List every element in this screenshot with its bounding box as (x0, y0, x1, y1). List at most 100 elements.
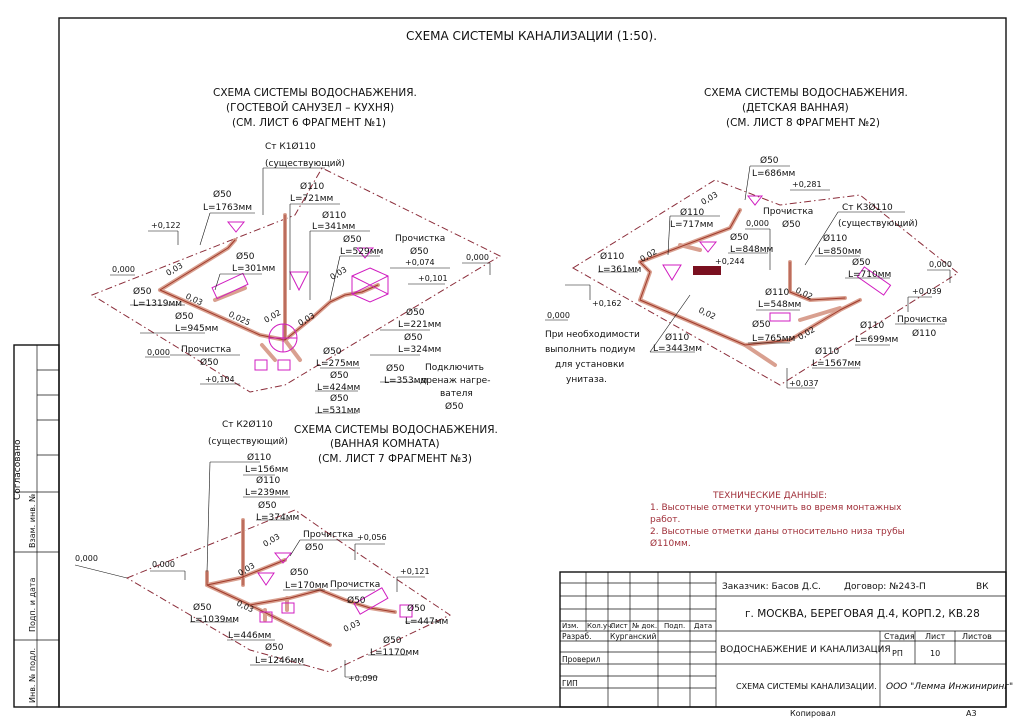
f1-l529: L=529мм (340, 247, 383, 257)
f2-slope-3: 0,02 (697, 306, 717, 322)
f2-l765: L=765мм (752, 334, 795, 344)
f1-d50i: Ø50 (404, 332, 423, 343)
f3-l239: L=239мм (245, 488, 288, 498)
f1-d50d: Ø50 (236, 251, 255, 262)
f2-d110h: Ø110 (815, 346, 840, 357)
f1-l945: L=945мм (175, 324, 218, 334)
title-block: Заказчик: Басов Д.С. Договор: №243-П ВК … (559, 571, 1013, 718)
fragment-2-kids-bathroom: СХЕМА СИСТЕМЫ ВОДОСНАБЖЕНИЯ. (ДЕТСКАЯ ВА… (545, 87, 959, 389)
f3-l447: L=447мм (405, 617, 448, 627)
f3-l1246: L=1246мм (255, 656, 304, 666)
f3-stack-existing: (существующий) (208, 437, 288, 447)
f2-p0039: +0,039 (912, 287, 942, 296)
f1-p0122: +0,122 (151, 221, 181, 230)
tech-line-1: 1. Высотные отметки уточнить во время мо… (650, 503, 902, 513)
f1-l424: L=424мм (317, 383, 360, 393)
f3-l156: L=156мм (245, 465, 288, 475)
f2-d110b: Ø110 (600, 251, 625, 262)
tech-line-3: 2. Высотные отметки даны относительно ни… (650, 527, 905, 537)
f1-p0101: +0,101 (418, 274, 448, 283)
f1-clean1: Прочистка (395, 234, 445, 244)
f3-d50b: Ø50 (305, 542, 324, 553)
f2-z0c: 0,000 (547, 311, 570, 320)
f2-p0162: +0,162 (592, 299, 622, 308)
f3-d50d: Ø50 (347, 595, 366, 606)
f3-d50f: Ø50 (193, 602, 212, 613)
f2-d50c: Ø50 (730, 232, 749, 243)
f1-d50c: Ø50 (410, 246, 429, 257)
f1-slope-5: 0,03 (297, 311, 317, 328)
tb-col-data: Дата (694, 622, 712, 630)
f1-slope-4: 0,02 (263, 308, 283, 325)
f3-z0b: 0,000 (152, 560, 175, 569)
f1-clean2: Прочистка (181, 345, 231, 355)
f2-stack-label: Ст К3Ø110 (842, 202, 893, 213)
f3-fixtures (257, 552, 413, 623)
tb-razrab-name: Курганский (610, 632, 656, 641)
tb-list-value: 10 (930, 649, 940, 658)
f1-stack-label: Ст К1Ø110 (265, 141, 316, 152)
f1-l721: L=721мм (290, 194, 333, 204)
tb-col-podp: Подп. (664, 622, 685, 630)
f3-p0121: +0,121 (400, 567, 430, 576)
f1-conn4: Ø50 (445, 401, 464, 412)
f1-l1763: L=1763мм (203, 203, 252, 213)
f2-d50e: Ø50 (752, 319, 771, 330)
f3-leaders (74, 461, 440, 678)
f3-title-3: (СМ. ЛИСТ 7 ФРАГМЕНТ №3) (318, 453, 472, 465)
tech-title: ТЕХНИЧЕСКИЕ ДАННЫЕ: (712, 491, 827, 501)
f3-title-1: СХЕМА СИСТЕМЫ ВОДОСНАБЖЕНИЯ. (294, 424, 498, 436)
f3-z0a: 0,000 (75, 554, 98, 563)
f1-pipe-network (158, 213, 380, 362)
f1-conn2: дренаж нагре- (420, 376, 490, 386)
f1-d50e: Ø50 (133, 286, 152, 297)
f1-d50m: Ø50 (386, 363, 405, 374)
f1-d50b: Ø50 (343, 234, 362, 245)
f3-title-2: (ВАННАЯ КОМНАТА) (330, 438, 440, 450)
f1-d50f: Ø50 (175, 311, 194, 322)
tb-company: ООО "Лемма Инжиниринг" (886, 682, 1013, 692)
f3-slope-4: 0,03 (342, 618, 362, 634)
f3-stack-label: Ст К2Ø110 (222, 419, 273, 430)
f3-d110a: Ø110 (247, 452, 272, 463)
f1-l275: L=275мм (316, 359, 359, 369)
f2-l3443: L=3443мм (653, 344, 702, 354)
f2-d110f: Ø110 (912, 328, 937, 339)
f1-d50a: Ø50 (213, 189, 232, 200)
f3-slope-2: 0,03 (262, 532, 282, 549)
f1-p0074: +0,074 (405, 258, 435, 267)
f2-l1567: L=1567мм (812, 359, 861, 369)
f2-zone-outline (572, 179, 959, 386)
f2-z0a: 0,000 (746, 219, 769, 228)
f3-zone-outline (125, 509, 452, 673)
f1-z0c: 0,000 (466, 253, 489, 262)
f1-l1319: L=1319мм (133, 299, 182, 309)
f2-d50d: Ø50 (852, 257, 871, 268)
f2-l699: L=699мм (855, 335, 898, 345)
tb-col-kol: Кол.уч. (587, 622, 613, 630)
f1-d50h: Ø50 (406, 307, 425, 318)
f1-z0a: 0,000 (112, 265, 135, 274)
f3-clean2: Прочистка (330, 580, 380, 590)
f1-zone-outline (90, 167, 502, 393)
f1-l301: L=301мм (232, 264, 275, 274)
f1-slope-6: 0,03 (329, 265, 349, 282)
f2-slope-2: 0,02 (639, 247, 659, 264)
f2-labels: Ø50 L=686мм +0,281 Ø110 L=717мм Прочистк… (545, 155, 952, 388)
f1-l531: L=531мм (317, 406, 360, 416)
f2-d110a: Ø110 (680, 207, 705, 218)
f2-d110c: Ø110 (823, 233, 848, 244)
f2-p0281: +0,281 (792, 180, 822, 189)
tb-customer: Заказчик: Басов Д.С. (722, 582, 821, 592)
technical-notes: ТЕХНИЧЕСКИЕ ДАННЫЕ: 1. Высотные отметки … (650, 491, 905, 549)
tb-razrab: Разраб. (562, 632, 591, 641)
f2-title-3: (СМ. ЛИСТ 8 ФРАГМЕНТ №2) (726, 117, 880, 129)
f1-l221: L=221мм (398, 320, 441, 330)
f2-d110e: Ø110 (765, 287, 790, 298)
f1-conn3: вателя (440, 389, 473, 399)
f1-title-3: (СМ. ЛИСТ 6 ФРАГМЕНТ №1) (232, 117, 386, 129)
f2-p0244: +0,244 (715, 257, 745, 266)
f2-z0b: 0,000 (929, 260, 952, 269)
f2-note-2: выполнить подиум (545, 345, 635, 355)
f1-d50k: Ø50 (330, 370, 349, 381)
